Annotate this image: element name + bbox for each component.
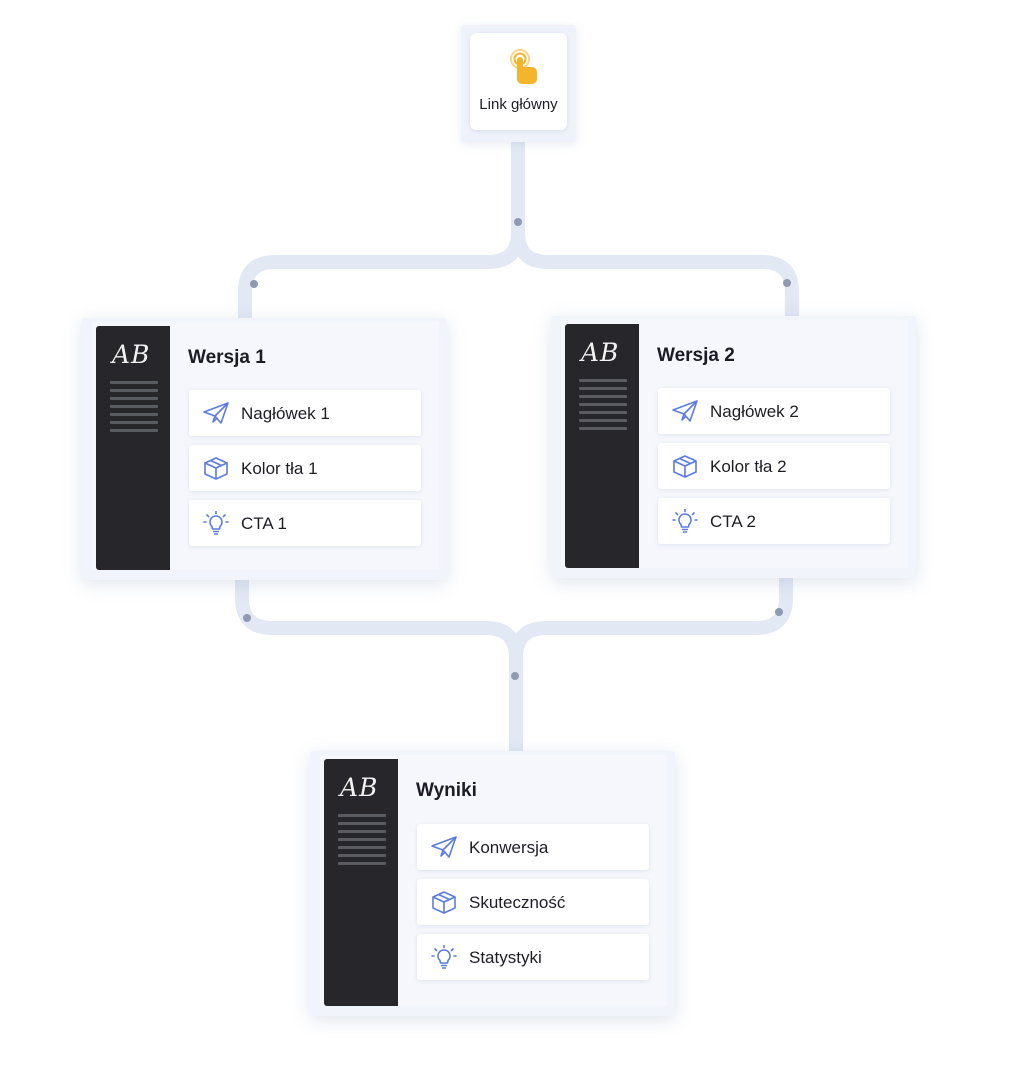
item-label: Konwersja [469,838,549,857]
root-node-inner: Link główny [470,33,567,130]
connector-dot [775,608,783,616]
card-inner: AB Wyniki Konwersja Skuteczność Statysty… [320,755,667,1006]
item-label: Kolor tła 1 [241,459,318,478]
connector-from-version-1 [235,573,523,665]
lightbulb-icon [431,945,457,969]
version-1-card[interactable]: AB Wersja 1 Nagłówek 1 Kolor tła 1 CTA 1 [82,318,447,580]
ab-logo: AB [340,773,379,802]
item-label: Kolor tła 2 [710,457,787,476]
list-item-conversion[interactable]: Konwersja [417,824,649,870]
ab-logo: AB [581,338,620,367]
connector-from-version-2 [509,571,793,665]
connector-dot [514,218,522,226]
ab-logo: AB [112,340,151,369]
list-item-cta[interactable]: CTA 1 [189,500,421,546]
box-icon [204,457,228,480]
sidebar-lines [338,814,386,870]
connector-to-version-1 [238,225,525,327]
item-label: Nagłówek 1 [241,404,330,423]
item-label: CTA 2 [710,512,756,531]
tap-finger-icon [510,49,537,84]
connector-dot [511,672,519,680]
lightbulb-icon [203,511,229,535]
list-item-background-color[interactable]: Kolor tła 1 [189,445,421,491]
box-icon [673,455,697,478]
card-inner: AB Wersja 1 Nagłówek 1 Kolor tła 1 CTA 1 [92,322,439,570]
root-node[interactable]: Link główny [461,25,576,142]
card-title: Wersja 1 [188,347,266,368]
paper-plane-icon [431,836,457,858]
sidebar-lines [579,379,627,435]
card-sidebar: AB [324,759,398,1006]
item-label: Nagłówek 2 [710,402,799,421]
sidebar-lines [110,381,158,437]
results-card[interactable]: AB Wyniki Konwersja Skuteczność Statysty… [310,751,675,1016]
card-title: Wersja 2 [657,345,735,366]
list-item-cta[interactable]: CTA 2 [658,498,890,544]
item-label: CTA 1 [241,514,287,533]
version-2-card[interactable]: AB Wersja 2 Nagłówek 2 Kolor tła 2 CTA 2 [551,316,916,578]
connector-to-version-2 [511,225,799,327]
item-label: Statystyki [469,948,542,967]
card-sidebar: AB [96,326,170,570]
root-label: Link główny [479,96,558,113]
card-sidebar: AB [565,324,639,568]
paper-plane-icon [203,402,229,424]
list-item-effectiveness[interactable]: Skuteczność [417,879,649,925]
paper-plane-icon [672,400,698,422]
list-item-background-color[interactable]: Kolor tła 2 [658,443,890,489]
list-item-statistics[interactable]: Statystyki [417,934,649,980]
connector-dot [243,614,251,622]
item-label: Skuteczność [469,893,566,912]
connector-dot [783,279,791,287]
list-item-headline[interactable]: Nagłówek 2 [658,388,890,434]
box-icon [432,891,456,914]
connector-dot [250,280,258,288]
card-inner: AB Wersja 2 Nagłówek 2 Kolor tła 2 CTA 2 [561,320,908,568]
lightbulb-icon [672,509,698,533]
list-item-headline[interactable]: Nagłówek 1 [189,390,421,436]
card-title: Wyniki [416,780,477,801]
